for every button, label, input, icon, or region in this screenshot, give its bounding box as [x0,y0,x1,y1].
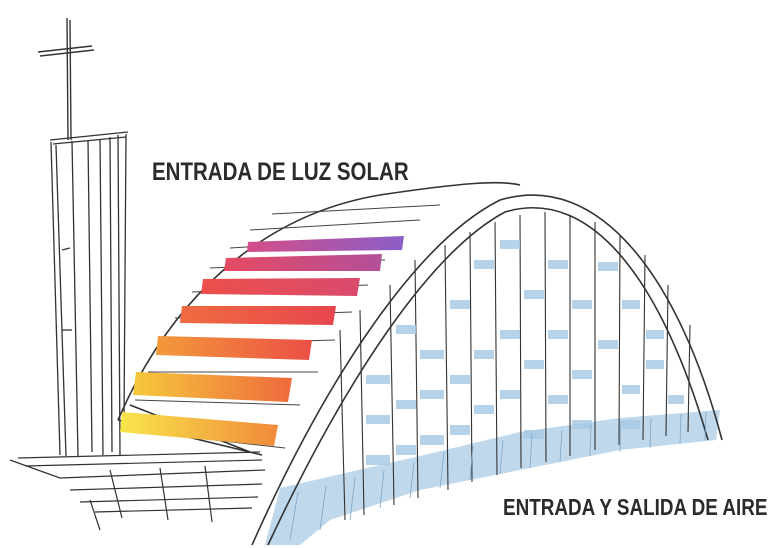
skylight-strip [156,336,312,360]
skylight-strip [224,254,382,271]
skylight-strip [120,412,278,446]
vent-hatching [289,411,707,541]
skylight-strip [247,236,404,252]
air-vent-band [265,410,720,545]
air-entry-exit-label: ENTRADA Y SALIDA DE AIRE [503,494,768,520]
plaza [9,451,266,531]
cross [37,17,95,141]
sunlight-entry-label: ENTRADA DE LUZ SOLAR [152,158,409,186]
vent-panels [366,240,684,465]
facade-fins [339,211,691,521]
skylight-strip [201,278,360,296]
skylight-strip [133,372,292,402]
skylight-strips [120,236,404,446]
bell-tower [49,131,129,457]
skylight-strip [180,306,336,325]
